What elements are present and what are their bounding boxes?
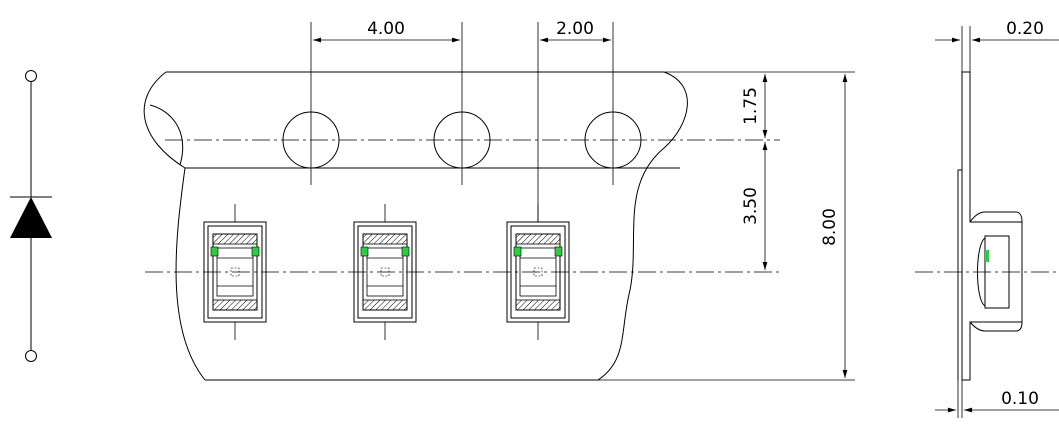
component-pocket [353,204,417,340]
contact-pad [554,246,563,257]
dimension-hole-to-pocket: 3.50 [741,142,768,270]
dimension-label: 4.00 [367,19,405,39]
dimension-edge-to-hole: 1.75 [741,74,768,138]
diode-icon [10,70,52,362]
dimension-label: 2.00 [556,19,594,39]
dimension-hole-offset: 2.00 [537,19,614,222]
contact-pad [985,250,989,262]
dimension-label: 0.20 [1006,19,1044,39]
contact-pad [210,246,219,257]
contact-pad [401,246,410,257]
component-pocket [203,204,267,340]
dimension-pitch: 4.00 [310,19,463,104]
contact-pad [360,246,369,257]
dimension-label: 8.00 [820,208,840,246]
dimension-label: 3.50 [741,187,761,225]
contact-pad [513,246,522,257]
dimension-label: 1.75 [741,87,761,125]
dimension-label: 0.10 [1001,389,1039,409]
tape-side-view: 0.20 0.10 [915,19,1059,418]
sprocket-hole [584,104,642,185]
sprocket-hole [433,104,491,185]
sprocket-hole [282,104,340,185]
carrier-tape-top-view [143,71,855,381]
contact-pad [251,246,260,257]
dimension-tape-width: 8.00 [820,74,848,378]
